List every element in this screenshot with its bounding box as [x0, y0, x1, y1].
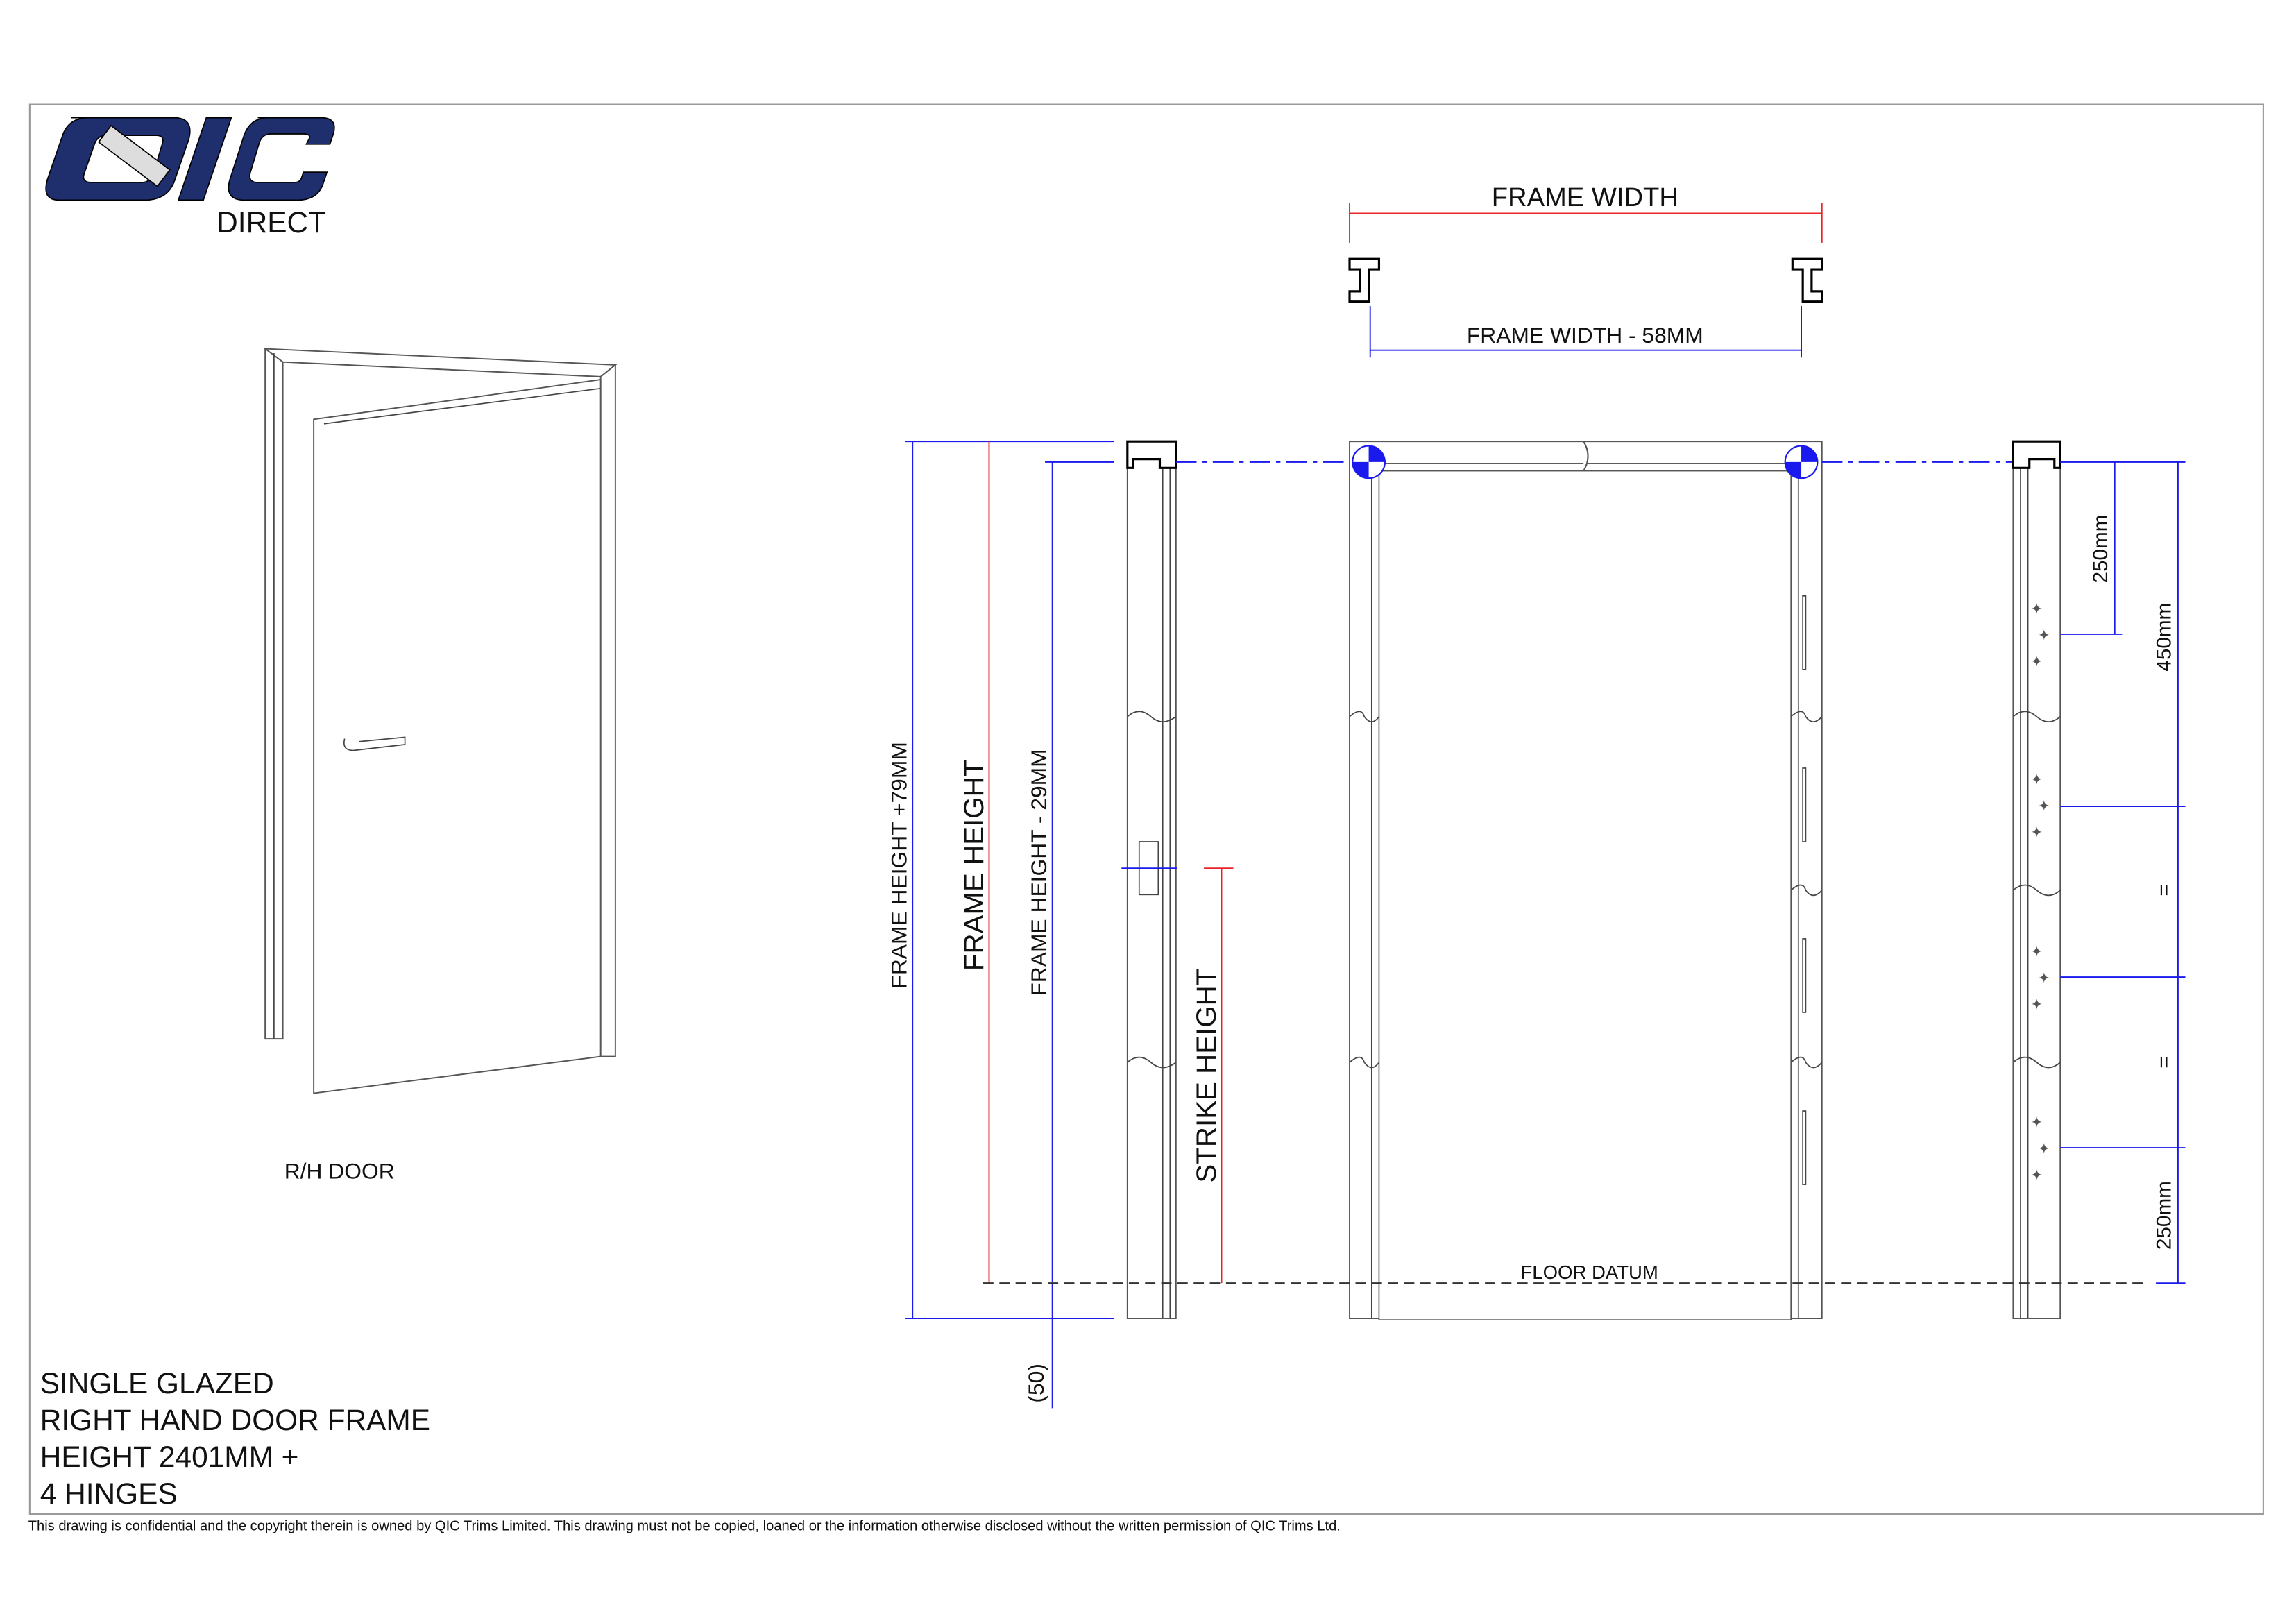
frame-height-label: FRAME HEIGHT	[958, 760, 989, 971]
spec-line-1: SINGLE GLAZED	[40, 1367, 274, 1400]
sheet-border	[28, 103, 2264, 1515]
hinge-jamb-section: ✦ ✦ ✦ ✦ ✦ ✦ ✦ ✦ ✦ ✦ ✦ ✦	[2012, 440, 2061, 1319]
svg-text:✦: ✦	[2030, 944, 2043, 960]
svg-text:✦: ✦	[2030, 772, 2043, 788]
frame-height-plus-label: FRAME HEIGHT +79MM	[887, 742, 912, 988]
centre-mark-left	[1352, 445, 1386, 479]
height-dims: FRAME HEIGHT +79MM FRAME HEIGHT FRAME HE…	[887, 441, 2149, 1409]
centre-mark-right	[1784, 445, 1819, 479]
spec-block: SINGLE GLAZED RIGHT HAND DOOR FRAME HEIG…	[40, 1367, 430, 1510]
svg-text:✦: ✦	[2038, 971, 2050, 987]
floor-datum-label: FLOOR DATUM	[1520, 1261, 1658, 1283]
hinge-top-2-label: 450mm	[2152, 603, 2175, 672]
frame-width-dim: FRAME WIDTH FRAME WIDTH - 58MM	[1348, 182, 1823, 358]
frame-elevation	[1175, 441, 2014, 1321]
door-label: R/H DOOR	[284, 1159, 395, 1184]
svg-text:✦: ✦	[2038, 798, 2050, 814]
logo-sub: DIRECT	[216, 206, 326, 239]
svg-text:✦: ✦	[2030, 654, 2043, 670]
spec-line-3: HEIGHT 2401MM +	[40, 1441, 299, 1473]
hinge-top-1-label: 250mm	[2089, 514, 2112, 583]
svg-text:✦: ✦	[2038, 627, 2050, 643]
frame-width-minus-label: FRAME WIDTH - 58MM	[1467, 323, 1703, 348]
door-handle	[343, 736, 406, 751]
footer-disclaimer: This drawing is confidential and the cop…	[28, 1518, 1341, 1533]
svg-text:✦: ✦	[2030, 825, 2043, 841]
door-perspective: R/H DOOR	[263, 348, 618, 1184]
svg-text:✦: ✦	[2030, 1114, 2043, 1130]
hinge-bottom-label: 250mm	[2152, 1181, 2175, 1250]
frame-height-minus-label: FRAME HEIGHT - 29MM	[1026, 749, 1051, 996]
svg-text:✦: ✦	[2030, 1168, 2043, 1184]
equal-1-label: =	[2152, 884, 2175, 896]
svg-text:✦: ✦	[2038, 1141, 2050, 1157]
floor-offset-label: (50)	[1023, 1363, 1048, 1403]
hinge-dims: 250mm 450mm = = 250mm	[2060, 461, 2186, 1284]
svg-text:✦: ✦	[2030, 601, 2043, 617]
svg-text:✦: ✦	[2030, 997, 2043, 1013]
lock-jamb-section	[1121, 440, 1177, 1319]
spec-line-2: RIGHT HAND DOOR FRAME	[40, 1404, 430, 1436]
qic-logo: DIRECT	[45, 117, 335, 239]
equal-2-label: =	[2152, 1056, 2175, 1068]
strike-height-label: STRIKE HEIGHT	[1191, 969, 1222, 1183]
frame-width-label: FRAME WIDTH	[1492, 182, 1678, 212]
spec-line-4: 4 HINGES	[40, 1477, 178, 1510]
